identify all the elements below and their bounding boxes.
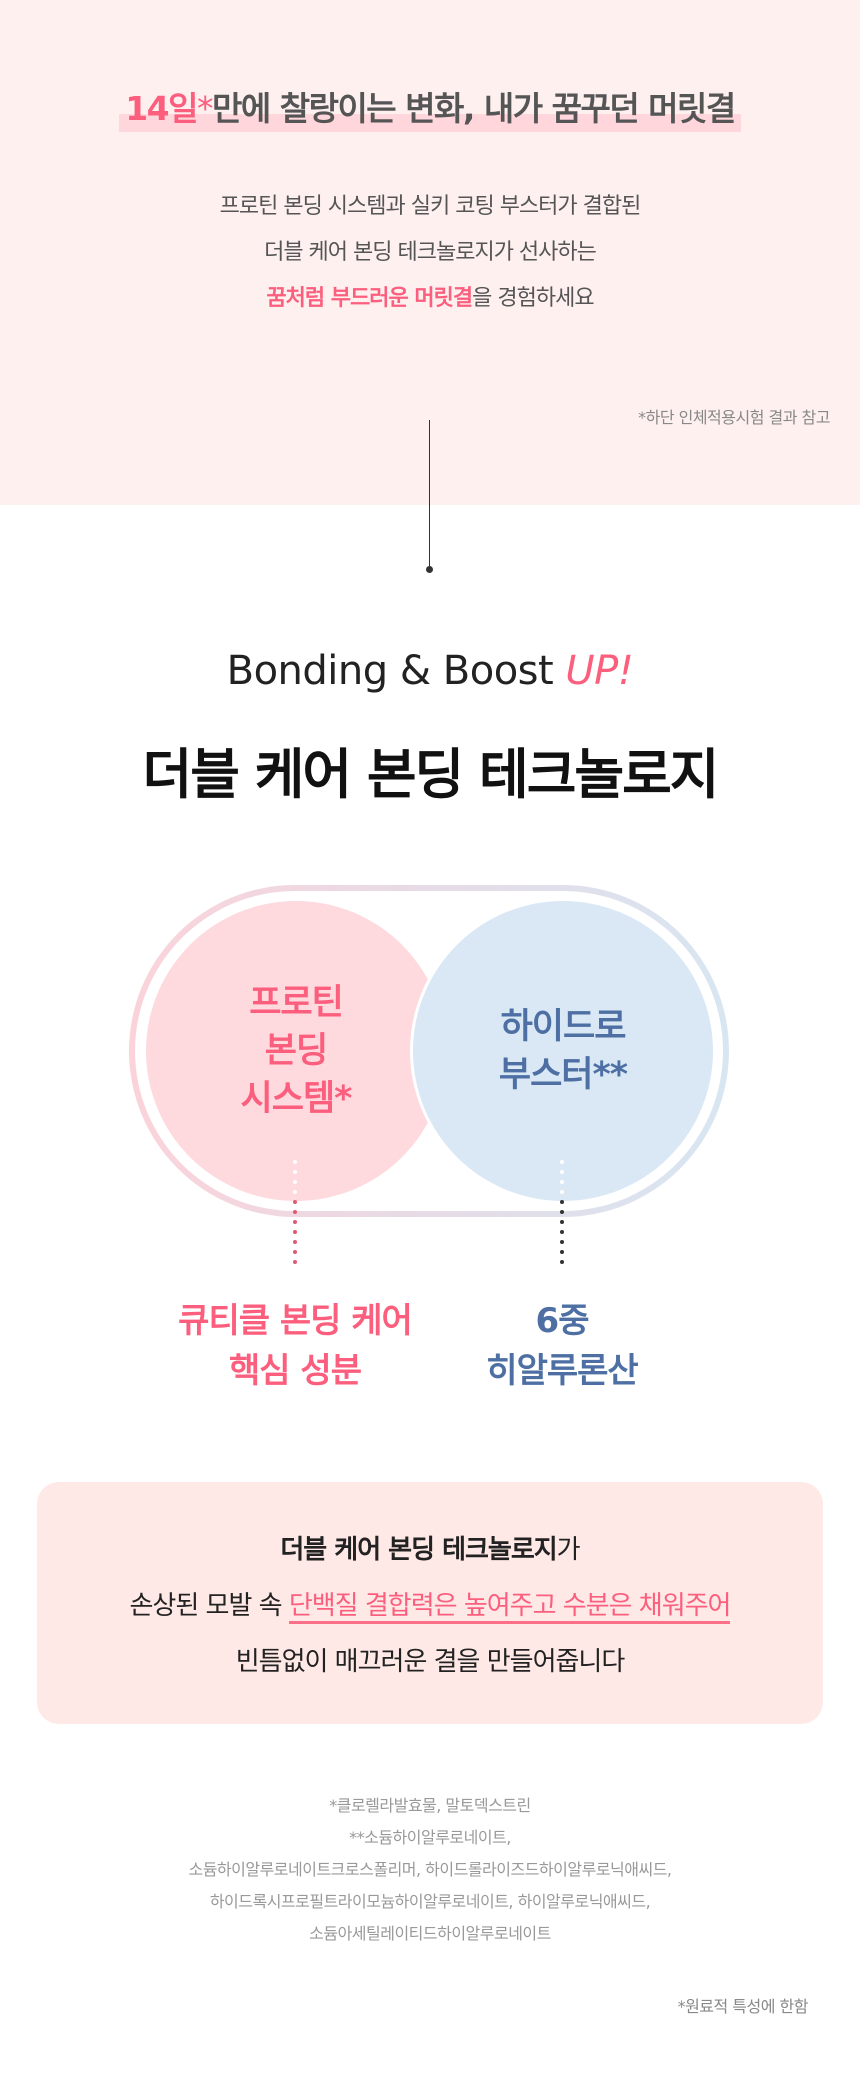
headline-rest: 만에 찰랑이는 변화, 내가 꿈꾸던 머릿결 bbox=[212, 89, 736, 128]
label-line: 큐티클 본딩 케어 bbox=[178, 1301, 413, 1341]
footnotes: *클로렐라발효물, 말토덱스트린 **소듐하이알루로네이트, 소듐하이알루로네이… bbox=[0, 1790, 860, 1950]
intro-line-rest: 을 경험하세요 bbox=[472, 286, 594, 311]
circle-text: 부스터** bbox=[498, 1055, 628, 1095]
test-note: *하단 인체적용시험 결과 참고 bbox=[638, 408, 830, 427]
summary-line: 손상된 모발 속 단백질 결합력은 높여주고 수분은 채워주어 bbox=[37, 1578, 823, 1634]
label-line: 6중 bbox=[535, 1301, 590, 1341]
intro-highlight: 꿈처럼 부드러운 머릿결 bbox=[266, 286, 473, 311]
intro-line: 꿈처럼 부드러운 머릿결을 경험하세요 bbox=[0, 276, 860, 322]
summary-highlight: 단백질 결합력은 높여주고 수분은 채워주어 bbox=[288, 1591, 731, 1624]
section-title: 더블 케어 본딩 테크놀로지 bbox=[142, 743, 720, 806]
summary-box: 더블 케어 본딩 테크놀로지가 손상된 모발 속 단백질 결합력은 높여주고 수… bbox=[37, 1482, 823, 1724]
subtitle-text: Bonding & Boost bbox=[226, 648, 566, 694]
headline-highlight: 14일 bbox=[125, 89, 198, 128]
connector-dot bbox=[426, 566, 433, 573]
circle-text: 프로틴 bbox=[249, 983, 344, 1023]
circle-text: 시스템* bbox=[240, 1079, 353, 1119]
footnote: **소듐하이알루로네이트, bbox=[349, 1828, 511, 1847]
summary-prefix: 손상된 모발 속 bbox=[129, 1591, 289, 1621]
pink-dotted-line bbox=[293, 1160, 297, 1270]
summary-line: 더블 케어 본딩 테크놀로지가 bbox=[37, 1522, 823, 1578]
label-line: 히알루론산 bbox=[486, 1351, 638, 1391]
circle-text: 본딩 bbox=[264, 1031, 328, 1071]
connector-line bbox=[429, 420, 430, 568]
summary-line: 빈틈없이 매끄러운 결을 만들어줍니다 bbox=[235, 1647, 626, 1677]
intro-text: 프로틴 본딩 시스템과 실키 코팅 부스터가 결합된 더블 케어 본딩 테크놀로… bbox=[0, 184, 860, 322]
intro-line: 프로틴 본딩 시스템과 실키 코팅 부스터가 결합된 bbox=[219, 194, 642, 219]
footnote: 소듐하이알루로네이트크로스폴리머, 하이드롤라이즈드하이알루로닉애씨드, bbox=[188, 1860, 672, 1879]
headline: 14일*만에 찰랑이는 변화, 내가 꿈꾸던 머릿결 bbox=[0, 82, 860, 132]
circle-text: 하이드로 bbox=[500, 1007, 627, 1047]
footnote: *클로렐라발효물, 말토덱스트린 bbox=[329, 1796, 531, 1815]
intro-line: 더블 케어 본딩 테크놀로지가 선사하는 bbox=[264, 240, 597, 265]
subtitle-accent: UP! bbox=[565, 648, 634, 694]
summary-bold: 더블 케어 본딩 테크놀로지 bbox=[280, 1535, 557, 1565]
footnote: 소듐아세틸레이티드하이알루로네이트 bbox=[309, 1924, 551, 1943]
headline-asterisk: * bbox=[197, 89, 214, 128]
summary-rest: 가 bbox=[556, 1535, 581, 1565]
intro-background bbox=[0, 0, 860, 505]
dark-dotted-line bbox=[560, 1160, 564, 1270]
label-line: 핵심 성분 bbox=[229, 1351, 362, 1391]
section-subtitle: Bonding & Boost UP! bbox=[0, 648, 860, 694]
footnote: 하이드록시프로필트라이모늄하이알루로네이트, 하이알루로닉애씨드, bbox=[209, 1892, 651, 1911]
ingredient-note: *원료적 특성에 한함 bbox=[677, 1997, 809, 2016]
